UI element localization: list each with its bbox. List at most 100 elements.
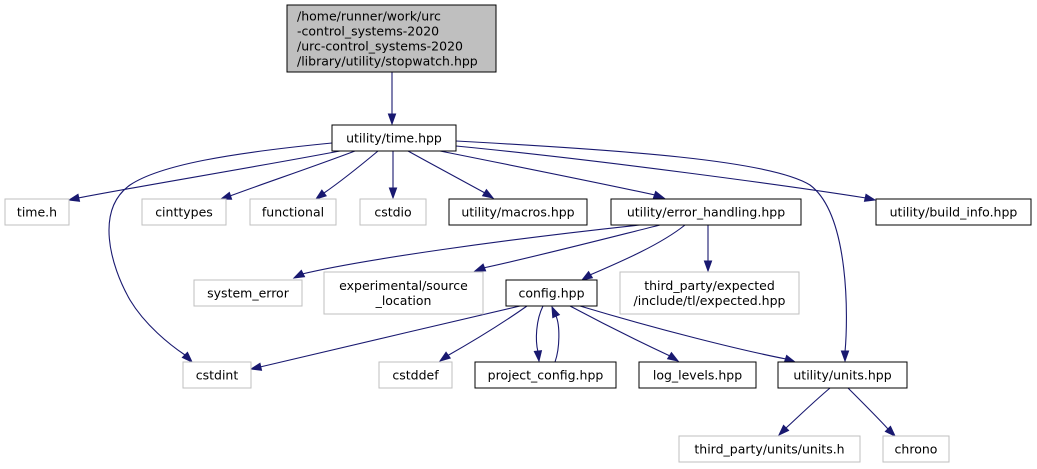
edge-error_handling-to-system_error bbox=[292, 224, 641, 279]
arrowhead-icon bbox=[580, 270, 594, 281]
node-label: third_party/expected bbox=[644, 278, 775, 293]
arrowhead-icon bbox=[652, 190, 666, 199]
edge-time_hpp-to-build_info bbox=[455, 145, 877, 202]
edge-line bbox=[569, 305, 671, 357]
edge-units_hpp-to-units_h bbox=[777, 387, 831, 437]
node-label: /include/tl/expected.hpp bbox=[634, 293, 786, 308]
node-cstdio: cstdio bbox=[359, 198, 427, 226]
arrowhead-icon bbox=[840, 350, 850, 363]
node-label: config.hpp bbox=[518, 286, 584, 301]
node-label: time.h bbox=[17, 205, 57, 220]
edge-time_hpp-to-units_hpp bbox=[455, 140, 850, 363]
node-expected: third_party/expected/include/tl/expected… bbox=[619, 271, 800, 315]
arrowhead-icon bbox=[863, 193, 877, 202]
edge-line bbox=[579, 305, 787, 360]
edge-line bbox=[589, 224, 686, 276]
edge-time_hpp-to-time_h bbox=[67, 150, 341, 202]
edge-config-to-log_levels bbox=[569, 305, 680, 362]
node-source-location: experimental/source_location bbox=[323, 271, 484, 315]
edge-units_hpp-to-chrono bbox=[847, 387, 897, 438]
node-label: utility/units.hpp bbox=[793, 368, 891, 383]
node-label: experimental/source bbox=[339, 278, 468, 293]
node-box bbox=[378, 361, 453, 389]
node-box bbox=[678, 435, 861, 463]
node-label: cstdio bbox=[374, 205, 411, 220]
node-box bbox=[638, 361, 757, 389]
node-time-h: time.h bbox=[4, 198, 70, 226]
arrowhead-icon bbox=[181, 351, 194, 364]
arrowhead-icon bbox=[388, 187, 398, 200]
node-box bbox=[875, 198, 1032, 226]
node-label: utility/time.hpp bbox=[346, 131, 442, 146]
edge-line bbox=[847, 387, 889, 430]
node-box bbox=[474, 361, 617, 389]
arrowhead-icon bbox=[292, 269, 306, 279]
node-box bbox=[359, 198, 427, 226]
edge-line bbox=[439, 150, 656, 196]
node-project-config[interactable]: project_config.hpp bbox=[474, 361, 617, 389]
node-log-levels[interactable]: log_levels.hpp bbox=[638, 361, 757, 389]
edge-config-to-units_hpp bbox=[579, 305, 797, 363]
node-label: third_party/units/units.h bbox=[694, 442, 844, 457]
node-build-info[interactable]: utility/build_info.hpp bbox=[875, 198, 1032, 226]
edge-line bbox=[446, 305, 528, 357]
node-label: cstddef bbox=[392, 368, 439, 383]
node-label: utility/macros.hpp bbox=[461, 205, 574, 220]
edge-config-to-cstddef bbox=[438, 305, 528, 362]
edge-line bbox=[785, 387, 831, 429]
node-chrono: chrono bbox=[882, 435, 950, 463]
node-box bbox=[619, 271, 800, 315]
edge-project_config-to-config bbox=[551, 305, 561, 363]
edge-time_hpp-to-error_handling bbox=[439, 150, 666, 199]
edge-time_hpp-to-cinttypes bbox=[219, 150, 356, 200]
edge-line bbox=[554, 315, 560, 363]
edge-time_hpp-to-functional bbox=[314, 150, 379, 200]
edge-line bbox=[407, 150, 486, 194]
arrowhead-icon bbox=[314, 189, 327, 200]
node-label: log_levels.hpp bbox=[653, 368, 742, 383]
arrowhead-icon bbox=[551, 305, 561, 319]
node-label: utility/build_info.hpp bbox=[890, 205, 1018, 220]
node-label: -control_systems-2020 bbox=[297, 24, 439, 39]
edge-time_hpp-to-cstdint bbox=[108, 142, 333, 364]
node-root: /home/runner/work/urc-control_systems-20… bbox=[286, 4, 497, 73]
node-label: /library/utility/stopwatch.hpp bbox=[297, 54, 478, 69]
arrowhead-icon bbox=[533, 350, 543, 363]
node-cstddef: cstddef bbox=[378, 361, 453, 389]
edge-time_hpp-to-cstdio bbox=[388, 151, 398, 200]
arrowhead-icon bbox=[387, 113, 397, 126]
edge-line bbox=[301, 224, 641, 275]
edge-line bbox=[535, 305, 544, 353]
node-box bbox=[610, 198, 802, 226]
node-box bbox=[323, 271, 484, 315]
node-label: utility/error_handling.hpp bbox=[627, 205, 785, 220]
edge-root-to-time_hpp bbox=[387, 72, 397, 126]
node-macros[interactable]: utility/macros.hpp bbox=[448, 198, 588, 226]
edge-line bbox=[455, 145, 867, 199]
node-time-hpp[interactable]: utility/time.hpp bbox=[331, 124, 457, 152]
edge-line bbox=[455, 140, 847, 353]
node-box bbox=[505, 279, 598, 307]
node-label: functional bbox=[262, 205, 324, 220]
edge-error_handling-to-expected bbox=[703, 225, 713, 273]
arrowhead-icon bbox=[783, 354, 797, 363]
node-box bbox=[882, 435, 950, 463]
arrowhead-icon bbox=[884, 425, 897, 438]
node-cstdint: cstdint bbox=[182, 361, 252, 389]
node-label: system_error bbox=[207, 286, 290, 301]
node-units-hpp[interactable]: utility/units.hpp bbox=[777, 361, 908, 389]
node-box bbox=[4, 198, 70, 226]
arrowhead-icon bbox=[438, 351, 452, 362]
edge-time_hpp-to-macros bbox=[407, 150, 495, 199]
arrowhead-icon bbox=[473, 263, 487, 272]
node-units-h: third_party/units/units.h bbox=[678, 435, 861, 463]
edge-config-to-cstdint bbox=[249, 305, 521, 371]
node-label: _location bbox=[375, 293, 432, 308]
node-label: chrono bbox=[895, 442, 938, 457]
edge-line bbox=[77, 150, 341, 199]
node-box bbox=[182, 361, 252, 389]
node-config[interactable]: config.hpp bbox=[505, 279, 598, 307]
node-label: /home/runner/work/urc bbox=[297, 9, 441, 24]
node-error-handling[interactable]: utility/error_handling.hpp bbox=[610, 198, 802, 226]
node-box bbox=[193, 279, 303, 307]
